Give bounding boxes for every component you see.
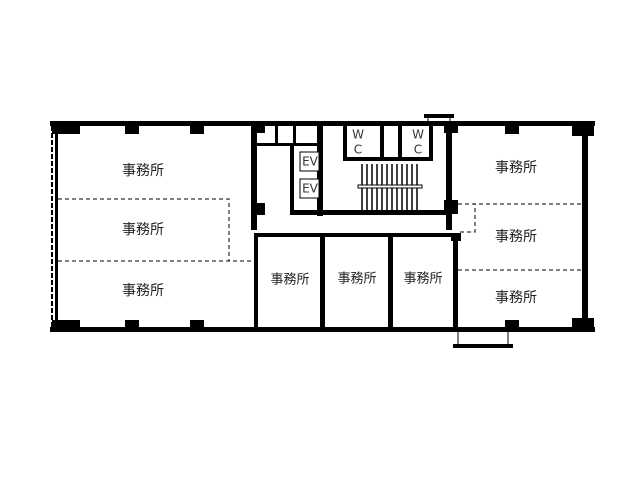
room-center-1: 事務所 [270,273,309,288]
core-walls [251,121,461,330]
restroom-label-w: W [352,128,364,142]
room-right-bottom: 事務所 [495,290,537,306]
restroom-label-c: C [414,143,422,157]
room-center-2: 事務所 [337,272,376,287]
room-center-3: 事務所 [403,272,442,287]
staircase [357,164,423,210]
room-left-bottom: 事務所 [122,283,164,299]
room-right-middle: 事務所 [495,229,537,245]
elevator-label: EV [302,155,319,169]
restroom-2: W C [412,128,424,157]
elevator-2: EV [299,178,320,199]
room-right-top: 事務所 [495,160,537,176]
restroom-label-w: W [412,128,424,142]
restroom-label-c: C [354,143,362,157]
restroom-1: W C [352,128,364,157]
elevator-1: EV [299,151,320,172]
room-left-top: 事務所 [122,163,164,179]
room-left-middle: 事務所 [122,222,164,238]
elevator-label: EV [302,182,319,196]
partition-lines [58,198,582,271]
